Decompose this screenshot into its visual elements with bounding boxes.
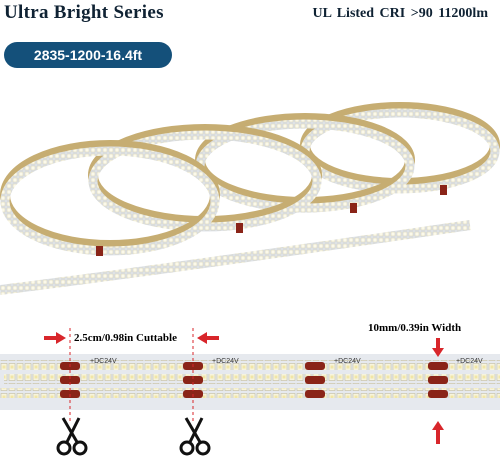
cut-arrow-left-icon <box>44 332 66 344</box>
dimension-diagram <box>0 328 500 456</box>
led-row-2 <box>4 374 500 384</box>
product-title: Ultra Bright Series <box>4 2 164 23</box>
scissors-icon-left <box>56 417 88 456</box>
width-arrow-up-icon <box>432 421 444 444</box>
voltage-mark: +DC24V <box>334 358 361 365</box>
led-row-3 <box>0 388 500 398</box>
voltage-mark: +DC24V <box>212 358 239 365</box>
width-label: 10mm/0.39in Width <box>368 322 462 334</box>
model-badge: 2835-1200-16.4ft <box>4 42 172 68</box>
cut-pads <box>60 362 448 398</box>
voltage-mark: +DC24V <box>456 358 483 365</box>
coil-loop-1-leds <box>0 146 220 256</box>
product-specs: UL Listed CRI >90 11200lm <box>312 6 488 21</box>
width-arrow-down-icon <box>432 338 444 357</box>
strip-tail <box>0 220 471 295</box>
voltage-mark: +DC24V <box>90 358 117 365</box>
led-strip-coil-photo <box>0 102 500 295</box>
cut-arrow-right-icon <box>197 332 219 344</box>
led-row-top <box>0 360 500 370</box>
cut-length-label: 2.5cm/0.98in Cuttable <box>74 332 177 344</box>
scissors-icon-right <box>179 417 211 456</box>
